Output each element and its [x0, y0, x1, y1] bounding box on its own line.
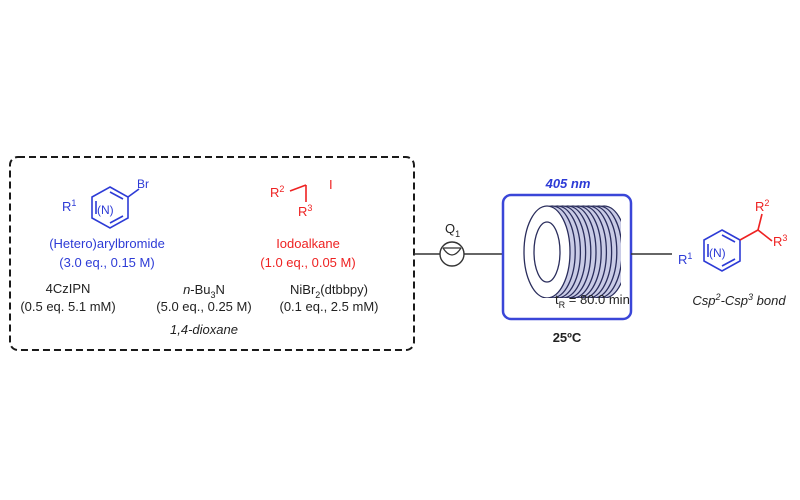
aryl-r1-label: R1 — [62, 198, 76, 214]
iodoalkane-i-label: I — [329, 177, 333, 192]
solvent-label: 1,4-dioxane — [170, 322, 238, 337]
product-n-label: (N) — [709, 246, 726, 260]
wavelength-label: 405 nm — [545, 176, 591, 191]
iodoalkane-amount: (1.0 eq., 0.05 M) — [260, 255, 355, 270]
base-name: n-Bu3N — [183, 282, 225, 300]
residence-time-label: tR = 80.0 min — [555, 292, 630, 310]
iodoalkane-structure — [289, 184, 307, 202]
aryl-br-label: Br — [137, 177, 149, 191]
temperature-label: 25ºC — [553, 330, 582, 345]
aryl-n-label: (N) — [97, 203, 114, 217]
photocatalyst-amount: (0.5 eq. 5.1 mM) — [20, 299, 115, 314]
nickel-catalyst-name: NiBr2(dtbbpy) — [290, 282, 368, 300]
iodoalkane-r2-label: R2 — [270, 184, 284, 200]
photocatalyst-name: 4CzIPN — [46, 281, 91, 296]
bond-type-label: Csp2-Csp3 bond — [692, 292, 786, 308]
product-r1-label: R1 — [678, 251, 692, 267]
product-r3-label: R3 — [773, 233, 787, 249]
iodoalkane-r3-label: R3 — [298, 203, 312, 219]
base-amount: (5.0 eq., 0.25 M) — [156, 299, 251, 314]
product-r2-label: R2 — [755, 198, 769, 214]
coil-bore — [533, 221, 561, 283]
iodoalkane-name: Iodoalkane — [276, 236, 340, 251]
aryl-bromide-name: (Hetero)arylbromide — [49, 236, 165, 251]
pump-label: Q1 — [445, 221, 460, 239]
nickel-catalyst-amount: (0.1 eq., 2.5 mM) — [280, 299, 379, 314]
pump-icon — [439, 241, 465, 267]
aryl-bromide-amount: (3.0 eq., 0.15 M) — [59, 255, 154, 270]
coil-reactor — [523, 205, 621, 298]
aryl-bromide-structure — [91, 186, 140, 229]
product-alkyl-bonds — [739, 213, 773, 242]
